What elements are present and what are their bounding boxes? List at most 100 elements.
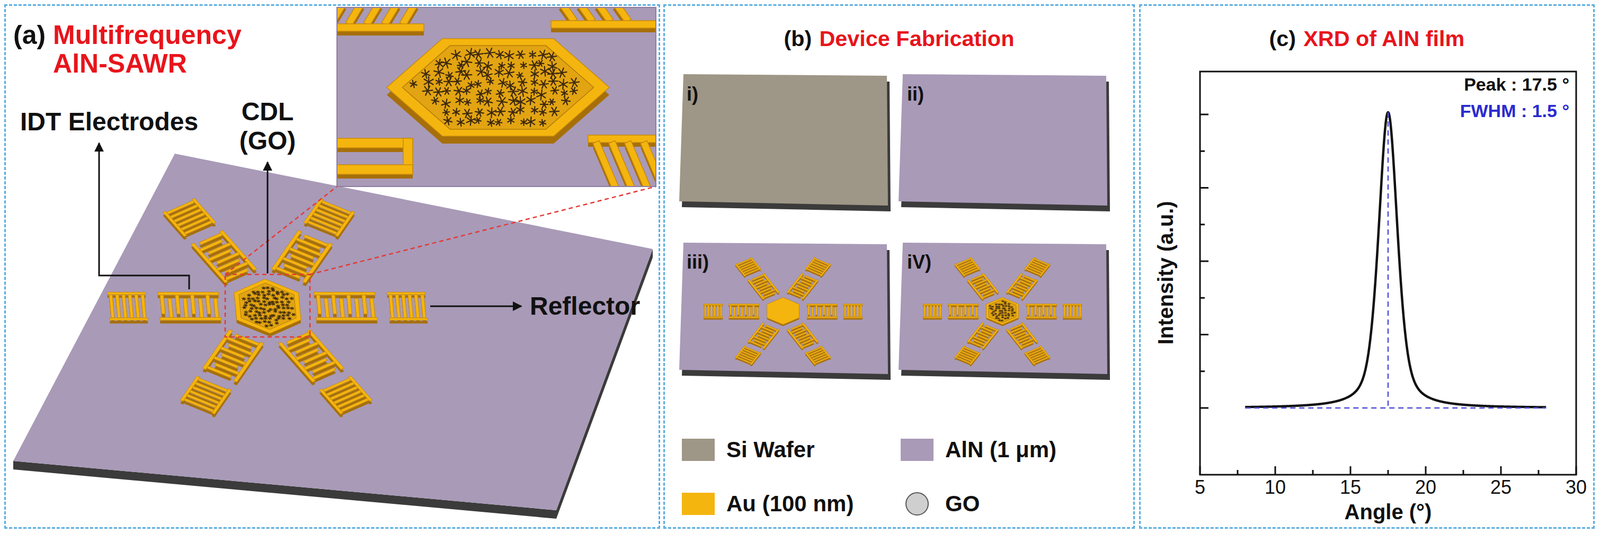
gold-electrode	[316, 295, 322, 315]
gold-electrode	[956, 305, 959, 315]
gold-electrode	[939, 305, 942, 317]
go-flake	[496, 89, 505, 97]
inset-electrode	[345, 7, 364, 26]
go-flake	[256, 293, 261, 297]
step-label: iV)	[907, 251, 932, 273]
go-flake	[538, 50, 548, 60]
go-flake	[504, 50, 514, 61]
gold-electrode	[160, 317, 221, 320]
go-flake	[280, 303, 285, 307]
gold-electrode	[1034, 258, 1049, 266]
gold-electrode	[1067, 305, 1069, 317]
go-flake	[259, 317, 264, 320]
go-flake	[268, 308, 273, 311]
inset-electrode-side-group	[336, 7, 656, 187]
tick-label: 20	[1415, 476, 1437, 499]
substrate-top	[679, 242, 888, 375]
go-flake	[452, 108, 460, 117]
gold-electrode-side	[1026, 305, 1057, 308]
go-flake	[547, 52, 557, 61]
gold-electrode	[1070, 305, 1072, 317]
go-flake	[244, 310, 248, 314]
gold-electrode	[923, 305, 926, 317]
go-flake	[285, 292, 290, 296]
go-flake	[505, 81, 515, 91]
go-flake	[530, 87, 538, 95]
go-flake	[483, 96, 493, 106]
panel-title: Multifrequency AlN-SAWR	[52, 20, 260, 78]
go-flake	[286, 300, 291, 304]
gold-electrode	[1062, 304, 1082, 306]
gold-electrode	[1038, 307, 1041, 317]
go-flake	[441, 58, 452, 69]
go-flake	[257, 311, 262, 315]
gold-electrode	[1053, 307, 1056, 317]
inset-electrode	[550, 20, 656, 29]
legend-swatch	[681, 438, 715, 461]
go-flake	[487, 77, 494, 85]
go-flake	[570, 87, 578, 95]
go-flake	[530, 69, 539, 79]
gold-electrode-side	[160, 320, 221, 324]
gold-electrode	[811, 307, 814, 317]
go-flake	[291, 313, 296, 316]
inset-electrode	[336, 164, 413, 175]
go-flake	[244, 301, 249, 305]
gold-electrode	[956, 357, 971, 364]
gold-electrode	[756, 307, 759, 317]
go-flake	[255, 296, 260, 300]
gold-electrode-side	[316, 320, 378, 324]
zoom-line	[225, 186, 337, 275]
gold-electrode-side	[806, 318, 838, 320]
go-flake	[548, 77, 558, 86]
y-tick	[1200, 407, 1209, 410]
gold-electrode-side	[948, 318, 980, 320]
go-flake	[1001, 312, 1004, 315]
gold-electrode-side	[843, 305, 863, 307]
leader-arrow	[267, 162, 269, 274]
gold-electrode	[748, 307, 751, 317]
gold-electrode	[157, 292, 219, 296]
go-flake	[518, 78, 528, 86]
leader-arrow	[99, 143, 190, 290]
substrate-top	[898, 74, 1108, 206]
go-flake	[270, 300, 275, 304]
go-flake	[442, 87, 451, 95]
go-flake	[451, 50, 461, 60]
gold-electrode	[109, 294, 115, 318]
gold-electrode	[936, 305, 939, 317]
gold-electrode	[703, 304, 723, 306]
go-flake	[508, 108, 518, 117]
gold-electrode	[806, 316, 838, 319]
gold-electrode	[844, 305, 847, 317]
gold-electrode-side	[948, 305, 980, 308]
go-flake	[287, 311, 291, 315]
tick-label: 15	[1339, 476, 1362, 499]
go-flake	[526, 117, 536, 127]
gold-electrode	[736, 357, 752, 364]
gold-electrode-side	[922, 305, 942, 307]
zoom-line	[309, 186, 656, 275]
go-flake	[1003, 312, 1007, 314]
go-flake	[484, 48, 495, 58]
go-flake	[1007, 307, 1011, 309]
gold-electrode	[1034, 357, 1049, 364]
go-flake	[274, 318, 279, 322]
go-flake	[281, 316, 286, 320]
gold-electrode	[389, 317, 428, 320]
gold-electrode	[720, 305, 723, 317]
go-flake	[997, 317, 1000, 319]
go-flake	[516, 105, 524, 114]
gold-electrode	[190, 295, 196, 315]
go-flake	[1000, 303, 1003, 306]
go-flake	[461, 57, 472, 67]
go-flake	[1003, 317, 1007, 320]
part-label: CDL (GO)	[227, 96, 308, 156]
inset-electrode	[336, 23, 424, 32]
go-flake	[442, 109, 450, 115]
go-flake	[520, 61, 527, 69]
go-flake	[280, 300, 284, 304]
go-flake	[271, 314, 276, 317]
go-flake	[467, 81, 475, 90]
zoom-frame	[225, 274, 310, 337]
